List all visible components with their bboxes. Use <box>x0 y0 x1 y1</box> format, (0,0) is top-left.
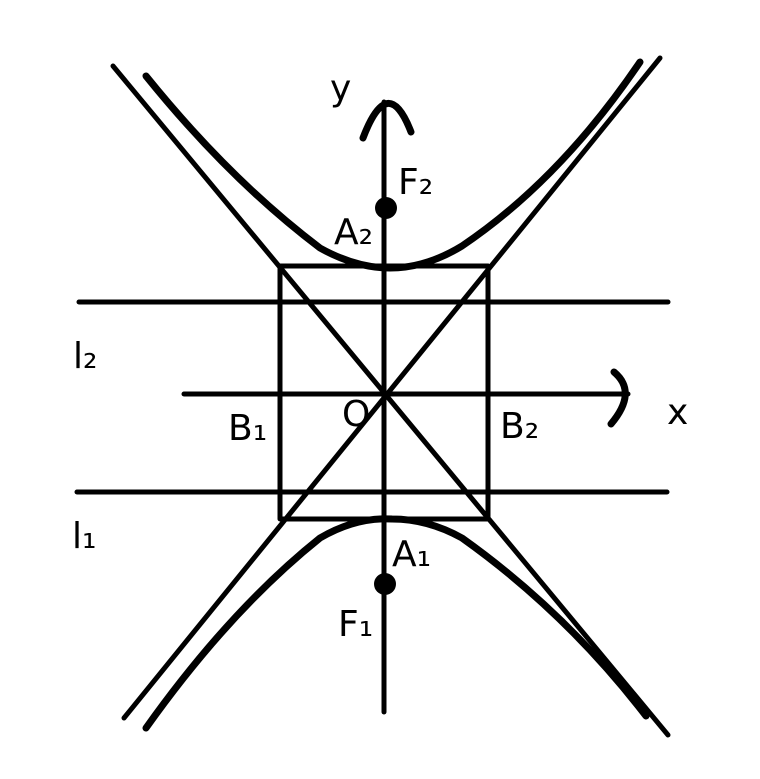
x-axis-label: x <box>667 392 688 433</box>
directrix-upper-label: l₂ <box>73 336 97 377</box>
focus-upper-point <box>375 197 397 219</box>
asymptote-ascending <box>121 55 663 721</box>
covertex-right-label: B₂ <box>500 406 539 447</box>
y-axis-arrowhead <box>359 100 415 142</box>
asymptote-descending <box>110 63 671 738</box>
vertex-lower-label: A₁ <box>392 534 431 575</box>
hyperbola-lower-branch <box>142 515 650 732</box>
y-axis-label: y <box>330 68 351 109</box>
covertex-left-label: B₁ <box>228 408 267 449</box>
origin-label: O <box>342 394 370 435</box>
x-axis-arrowhead <box>607 368 629 428</box>
focus-upper-label: F₂ <box>398 162 433 203</box>
focus-lower-label: F₁ <box>338 604 373 645</box>
vertex-upper-label: A₂ <box>334 212 373 253</box>
directrix-lower-label: l₁ <box>72 516 96 557</box>
focus-lower-point <box>374 573 396 595</box>
hyperbola-upper-branch <box>142 58 644 272</box>
